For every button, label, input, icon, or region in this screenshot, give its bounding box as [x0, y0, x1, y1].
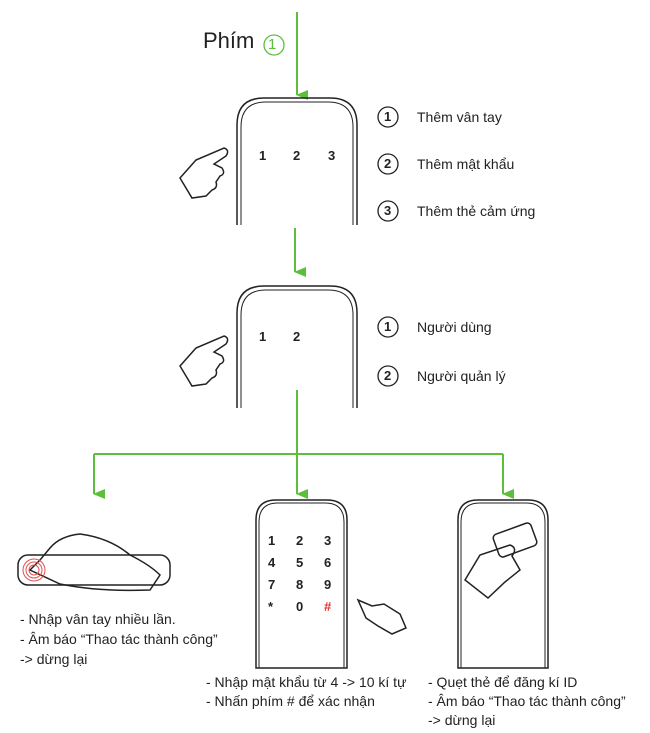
- hand-icon-fingerprint: [28, 533, 161, 592]
- option-add-password: Thêm mật khẩu: [417, 156, 515, 172]
- keypad-key[interactable]: 8: [296, 577, 304, 592]
- option-num: 3: [384, 203, 392, 218]
- card-line-2: - Âm báo “Thao tác thành công”: [428, 693, 626, 709]
- keypad-key[interactable]: 3: [324, 533, 332, 548]
- key-3[interactable]: 3: [328, 148, 336, 163]
- keypad-key[interactable]: 5: [296, 555, 304, 570]
- hand-icon-keypad: [356, 598, 407, 635]
- lock-outline-card: [457, 499, 549, 669]
- option-add-card: Thêm thẻ cảm ứng: [417, 203, 536, 219]
- keypad-key[interactable]: *: [268, 599, 274, 614]
- fingerprint-line-2: - Âm báo “Thao tác thành công”: [20, 631, 218, 647]
- option-user: Người dùng: [417, 319, 492, 335]
- option-num: 1: [384, 109, 392, 124]
- lock-outline-1: [236, 97, 358, 225]
- option-num: 2: [384, 368, 392, 383]
- keypad-key[interactable]: 0: [296, 599, 304, 614]
- key-2[interactable]: 2: [293, 148, 301, 163]
- key-1[interactable]: 1: [259, 329, 267, 344]
- keypad-key[interactable]: 9: [324, 577, 332, 592]
- card-icon: [492, 522, 538, 558]
- lock-outline-keypad: [255, 499, 348, 669]
- lock-outline-2: [236, 285, 358, 408]
- card-line-1: - Quẹt thẻ để đăng kí ID: [428, 674, 578, 690]
- keypad-key[interactable]: 2: [296, 533, 304, 548]
- keypad-key[interactable]: 4: [268, 555, 276, 570]
- option-num: 2: [384, 156, 392, 171]
- fingerprint-sensor: [17, 554, 171, 586]
- option-add-fingerprint: Thêm vân tay: [417, 109, 502, 125]
- hand-icon-card: [464, 544, 521, 599]
- hand-icon-2: [179, 335, 229, 387]
- keypad-key[interactable]: 1: [268, 533, 276, 548]
- option-admin: Người quản lý: [417, 368, 506, 384]
- key-1[interactable]: 1: [259, 148, 267, 163]
- key-2[interactable]: 2: [293, 329, 301, 344]
- fingerprint-line-3: -> dừng lại: [20, 651, 88, 667]
- password-line-1: - Nhập mật khẩu từ 4 -> 10 kí tự: [206, 674, 407, 690]
- fingerprint-line-1: - Nhập vân tay nhiều lần.: [20, 611, 176, 627]
- option-num: 1: [384, 319, 392, 334]
- title-key: 1: [268, 36, 277, 53]
- hand-icon-1: [179, 147, 229, 199]
- keypad-key[interactable]: 7: [268, 577, 276, 592]
- title-label: Phím: [203, 28, 255, 53]
- keypad-key[interactable]: 6: [324, 555, 332, 570]
- keypad-key[interactable]: #: [324, 599, 332, 614]
- password-line-2: - Nhấn phím # để xác nhận: [206, 693, 375, 709]
- card-line-3: -> dừng lại: [428, 712, 496, 728]
